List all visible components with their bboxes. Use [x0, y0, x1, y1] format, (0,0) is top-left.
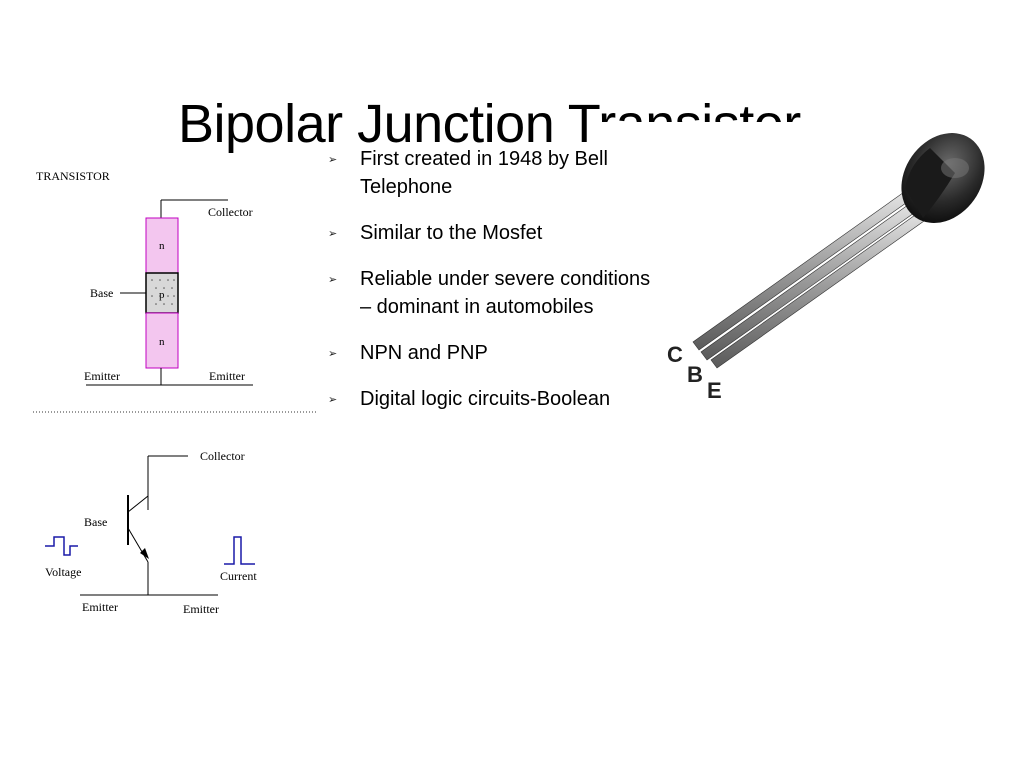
bullet-item: ➢ NPN and PNP	[322, 339, 662, 367]
arrow-bullet-icon: ➢	[328, 274, 338, 286]
bullet-list: ➢ First created in 1948 by Bell Telephone…	[322, 145, 662, 431]
arrow-bullet-icon: ➢	[328, 394, 338, 406]
diagram-heading: TRANSISTOR	[36, 169, 110, 183]
pin-label-e: E	[707, 378, 722, 403]
n-layer-top	[145, 217, 179, 274]
p-layer-dots	[151, 279, 175, 305]
emitter-label-bottom-left: Emitter	[82, 600, 118, 614]
bullet-item: ➢ Digital logic circuits-Boolean	[322, 385, 662, 413]
voltage-label: Voltage	[45, 565, 81, 579]
emitter-label-bottom-right: Emitter	[183, 602, 219, 616]
base-label-bottom: Base	[84, 515, 107, 529]
pin-label-b: B	[687, 362, 703, 387]
n-layer-bottom	[145, 312, 179, 369]
collector-diagonal	[127, 495, 149, 513]
transistor-photo-svg: C B E	[667, 133, 985, 403]
collector-label-top: Collector	[208, 205, 253, 219]
layer-label-n-bottom: n	[159, 336, 165, 348]
transistor-body	[901, 133, 985, 223]
emitter-label-top-right: Emitter	[209, 369, 245, 383]
bullet-item: ➢ Reliable under severe conditions – domi…	[322, 265, 662, 321]
collector-label-bottom: Collector	[200, 449, 245, 463]
emitter-diagonal	[127, 527, 149, 563]
bullet-text: Similar to the Mosfet	[360, 222, 543, 244]
bullet-item: ➢ First created in 1948 by Bell Telephone	[322, 145, 662, 201]
pin-label-c: C	[667, 342, 683, 367]
transistor-photo: C B E	[655, 128, 995, 408]
bullet-text: Digital logic circuits-Boolean	[360, 388, 611, 410]
bullet-text: NPN and PNP	[360, 342, 488, 364]
current-pulse-icon	[224, 536, 255, 565]
bullet-item: ➢ Similar to the Mosfet	[322, 219, 662, 247]
transistor-diagram: TRANSISTOR n p n Collector Base Emitter …	[28, 160, 323, 630]
layer-label-p: p	[159, 289, 165, 301]
arrow-bullet-icon: ➢	[328, 154, 338, 166]
bullet-text: Reliable under severe conditions – domin…	[360, 268, 651, 318]
current-label: Current	[220, 569, 257, 583]
transistor-diagram-svg: TRANSISTOR n p n Collector Base Emitter …	[33, 169, 316, 616]
emitter-arrow-icon	[140, 548, 149, 559]
arrow-bullet-icon: ➢	[328, 228, 338, 240]
layer-label-n-top: n	[159, 240, 165, 252]
emitter-label-top-left: Emitter	[84, 369, 120, 383]
bullet-text: First created in 1948 by Bell Telephone	[360, 148, 608, 198]
base-label-top: Base	[90, 286, 113, 300]
voltage-pulse-icon	[45, 536, 78, 556]
title-overlap-mask	[600, 122, 890, 162]
arrow-bullet-icon: ➢	[328, 348, 338, 360]
transistor-leads	[692, 189, 932, 369]
